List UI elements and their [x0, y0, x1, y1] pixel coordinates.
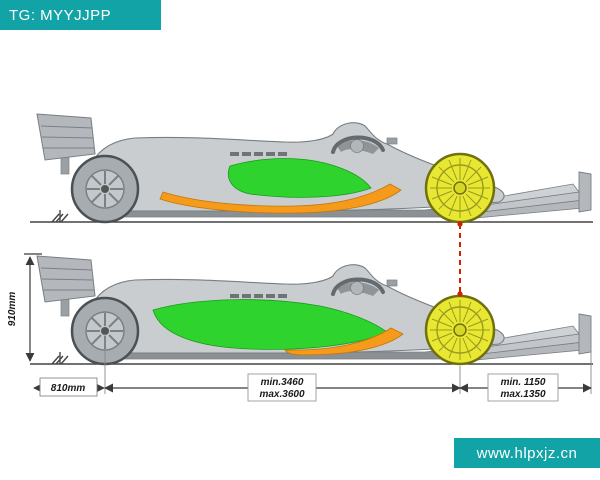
- car-bottom: [35, 254, 593, 366]
- watermark-top-badge: TG: MYYJJPP: [0, 0, 161, 30]
- watermark-top-text: TG: MYYJJPP: [9, 6, 112, 24]
- orange-zone-top-car: [159, 183, 402, 214]
- dimension-front-section: min. 1150 max.1350: [459, 373, 592, 402]
- axle-alignment-dashed-line: [457, 221, 463, 297]
- car-top: [35, 112, 593, 224]
- dimension-wheelbase: min.3460 max.3600: [104, 373, 461, 402]
- front-section-max-label: max.1350: [500, 389, 545, 400]
- wheelbase-min-label: min.3460: [261, 377, 304, 388]
- dimension-rear-overhang: 810mm: [33, 377, 105, 397]
- front-section-min-label: min. 1150: [501, 377, 546, 388]
- rear-overhang-label: 810mm: [51, 383, 86, 394]
- watermark-bottom-badge: www.hlpxjz.cn: [454, 438, 600, 468]
- green-zone-top-car: [227, 158, 372, 198]
- wheelbase-max-label: max.3600: [259, 389, 304, 400]
- orange-zone-bottom-car: [284, 327, 404, 356]
- height-label: 910mm: [7, 292, 18, 327]
- watermark-bottom-text: www.hlpxjz.cn: [476, 444, 578, 462]
- dimension-height: 910mm: [7, 253, 42, 362]
